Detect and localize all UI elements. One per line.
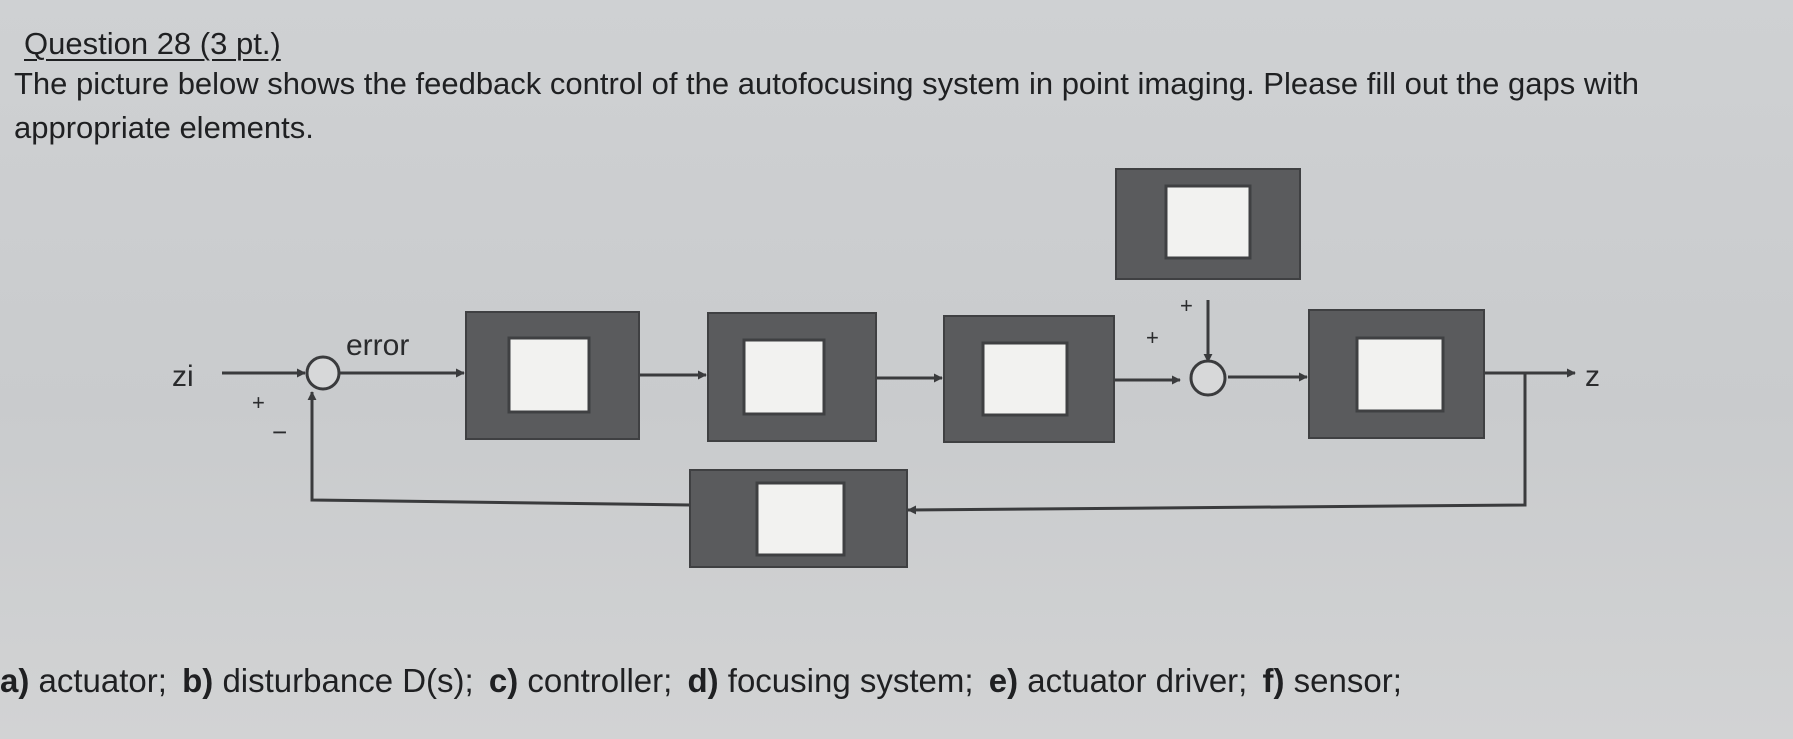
- block-5: [1308, 309, 1485, 439]
- feedback-right-line: [907, 373, 1527, 515]
- block-6-feedback: [689, 469, 908, 568]
- gap-3[interactable]: [981, 341, 1069, 417]
- sum1-minus-sign: −: [272, 417, 287, 447]
- answer-d: d) focusing system;: [687, 662, 974, 699]
- input-label: zi: [172, 360, 194, 393]
- block-4-disturbance: [1115, 168, 1301, 280]
- block-3: [943, 315, 1115, 443]
- block-1: [465, 311, 640, 440]
- summing-junction-1: [305, 355, 341, 391]
- gap-1[interactable]: [507, 336, 591, 414]
- block-2: [707, 312, 877, 442]
- gap-6[interactable]: [755, 481, 846, 557]
- sum2-plus-top-sign: +: [1180, 293, 1193, 318]
- answer-c: c) controller;: [488, 662, 673, 699]
- gap-2[interactable]: [742, 338, 826, 416]
- answer-f: f) sensor;: [1262, 662, 1402, 699]
- question-text: The picture below shows the feedback con…: [14, 66, 1639, 145]
- error-label: error: [346, 329, 409, 362]
- block-diagram: zi error z + − + +: [172, 168, 1600, 568]
- feedback-left-line: [307, 391, 691, 507]
- answer-e: e) actuator driver;: [988, 662, 1248, 699]
- question-title: Question 28 (3 pt.): [24, 26, 281, 61]
- gap-5[interactable]: [1355, 336, 1445, 413]
- sum2-plus-left-sign: +: [1146, 325, 1159, 350]
- answer-b: b) disturbance D(s);: [182, 662, 474, 699]
- gap-4[interactable]: [1164, 184, 1252, 260]
- output-label: z: [1585, 360, 1600, 393]
- answer-options: a) actuator; b) disturbance D(s); c) con…: [0, 662, 1408, 700]
- answer-a: a) actuator;: [0, 662, 167, 699]
- sum1-plus-sign: +: [252, 390, 265, 415]
- summing-junction-2: [1189, 359, 1227, 397]
